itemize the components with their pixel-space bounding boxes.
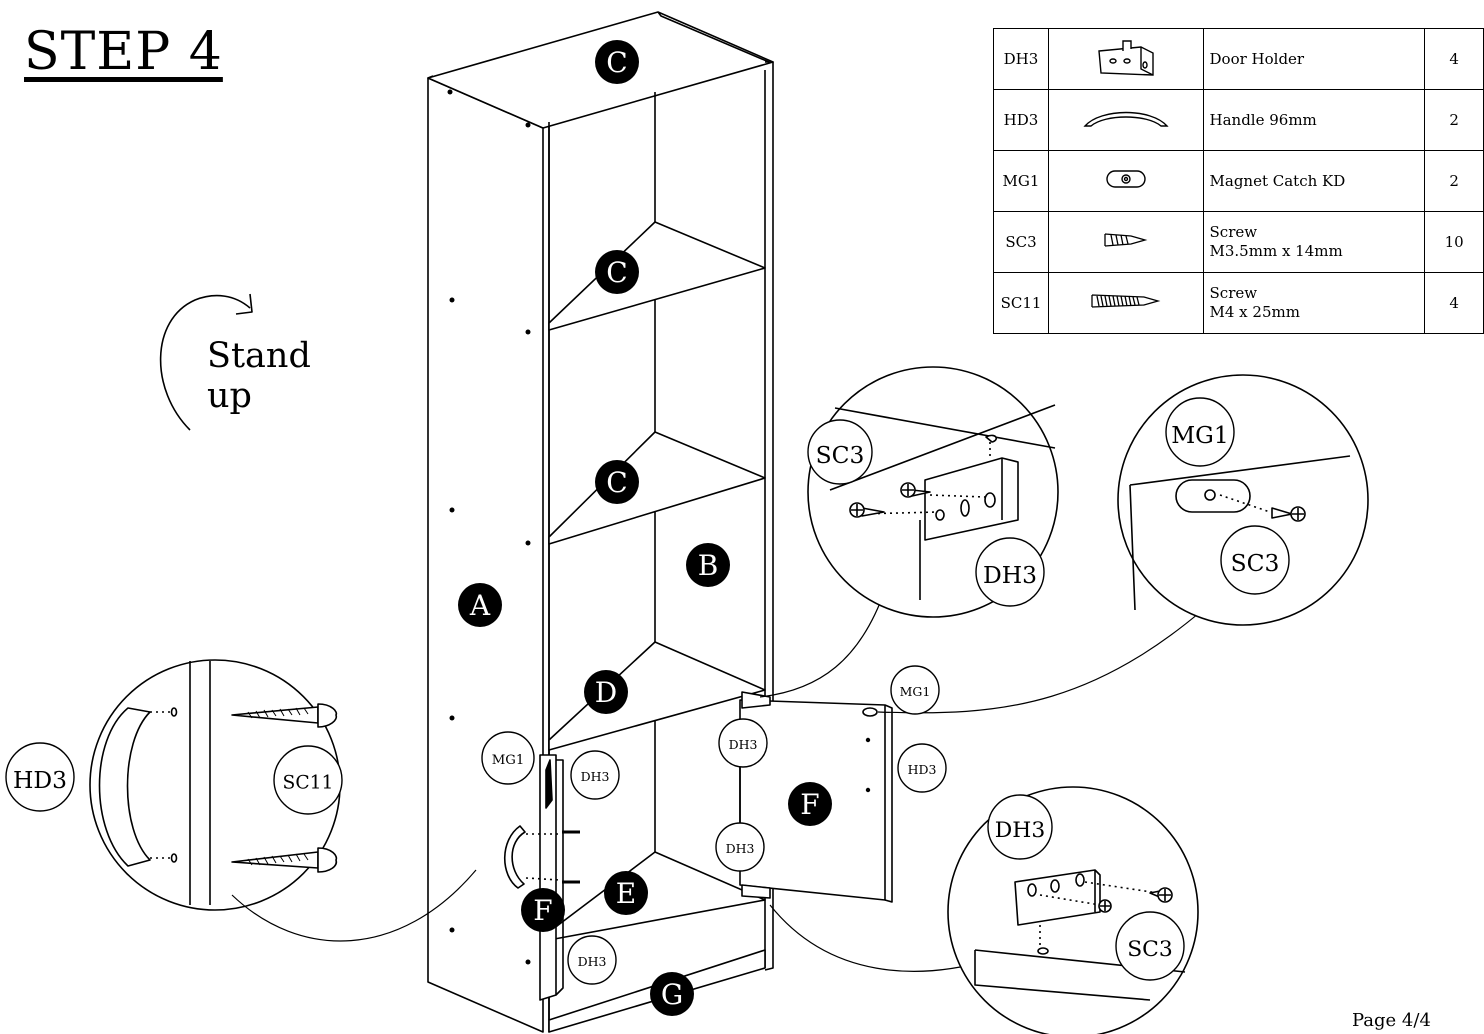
svg-text:HD3: HD3 (908, 762, 937, 777)
lower-door-holder-icon (1014, 869, 1101, 926)
svg-text:F: F (533, 894, 552, 927)
magnet-catch-mg1-icon (1175, 479, 1251, 513)
part-code: SC3 (993, 211, 1049, 273)
svg-text:SC3: SC3 (1127, 937, 1173, 962)
svg-text:E: E (616, 877, 636, 910)
part-code: MG1 (993, 150, 1049, 212)
callout-dh3: DH3 (718, 718, 768, 768)
panel-label-e: E (604, 871, 648, 915)
svg-text:SC3: SC3 (816, 441, 865, 469)
side-holes (447, 89, 531, 965)
svg-text:DH3: DH3 (729, 737, 758, 752)
callout-mg1: MG1 (890, 665, 940, 715)
part-quantity: 10 (1424, 211, 1484, 273)
callout-sc3: SC3 (807, 419, 873, 485)
handle-hd3-icon (98, 707, 151, 867)
page-number: Page 4/4 (1352, 1010, 1431, 1031)
svg-text:MG1: MG1 (492, 753, 525, 768)
panel-label-d: D (584, 670, 628, 714)
part-description: Magnet Catch KD (1202, 150, 1426, 212)
svg-text:G: G (661, 978, 683, 1011)
svg-text:A: A (469, 589, 491, 622)
right-door-edge (884, 704, 893, 903)
part-quantity: 4 (1424, 272, 1484, 334)
shelf-d (548, 641, 766, 751)
part-code: DH3 (993, 28, 1049, 90)
handle-icon (1047, 89, 1204, 151)
stand-word: Stand (207, 336, 311, 376)
svg-text:C: C (606, 256, 627, 289)
callout-sc11: SC11 (273, 745, 343, 815)
handle-left (503, 825, 526, 889)
callout-mg1: MG1 (481, 731, 535, 785)
part-quantity: 4 (1424, 28, 1484, 90)
up-word: up (207, 376, 252, 416)
callout-mg1: MG1 (1165, 397, 1235, 467)
panel-label-c: C (595, 460, 639, 504)
part-quantity: 2 (1424, 89, 1484, 151)
panel-label-f: F (521, 888, 565, 932)
svg-text:DH3: DH3 (726, 841, 755, 856)
side-panel-a (427, 77, 544, 1033)
callout-hd3: HD3 (5, 742, 75, 812)
svg-text:F: F (800, 788, 819, 821)
bookcase (427, 11, 1237, 1033)
callout-dh3: DH3 (987, 794, 1053, 860)
svg-text:B: B (698, 549, 719, 582)
panel-labels: C C C B A D F E F G (458, 40, 832, 1016)
long-screw-icon (1047, 272, 1204, 334)
panel-label-a: A (458, 583, 502, 627)
svg-text:DH3: DH3 (995, 818, 1045, 843)
callout-sc3: SC3 (1115, 911, 1185, 981)
callout-dh3: DH3 (975, 537, 1045, 607)
shelf-c1 (548, 221, 766, 331)
door-holder-plate-icon (924, 457, 1019, 541)
svg-text:D: D (595, 676, 617, 709)
svg-text:C: C (606, 46, 627, 79)
panel-label-b: B (686, 543, 730, 587)
callout-dh3: DH3 (567, 935, 617, 985)
svg-text:MG1: MG1 (1171, 421, 1229, 449)
handle-zoom-circle (89, 659, 477, 942)
part-description: Handle 96mm (1202, 89, 1426, 151)
part-code: SC11 (993, 272, 1049, 334)
callout-sc3: SC3 (1220, 525, 1290, 595)
panel-label-c: C (595, 250, 639, 294)
lower-holder-zoom-circle (947, 786, 1199, 1034)
svg-text:DH3: DH3 (983, 561, 1037, 589)
callout-dh3: DH3 (715, 822, 765, 872)
panel-label-g: G (650, 972, 694, 1016)
rotate-arrow-icon (159, 293, 253, 431)
svg-text:DH3: DH3 (581, 769, 610, 784)
part-description: Door Holder (1202, 28, 1426, 90)
magnet-catch-icon (1047, 150, 1204, 212)
callout-dh3: DH3 (570, 750, 620, 800)
side-panel-right (764, 61, 774, 971)
callout-hd3: HD3 (897, 743, 947, 793)
shelf-c2 (548, 431, 766, 545)
panel-label-c: C (595, 40, 639, 84)
screw-sc3-magnet-icon (1271, 507, 1293, 519)
svg-text:C: C (606, 466, 627, 499)
svg-text:DH3: DH3 (578, 954, 607, 969)
part-code: HD3 (993, 89, 1049, 151)
svg-text:MG1: MG1 (900, 684, 931, 699)
svg-text:SC3: SC3 (1231, 549, 1280, 577)
svg-text:HD3: HD3 (13, 766, 67, 794)
svg-text:SC11: SC11 (283, 773, 334, 794)
step-title: STEP 4 (24, 22, 223, 82)
stand-up-instruction: Stand up (207, 336, 311, 416)
panel-label-f: F (788, 782, 832, 826)
